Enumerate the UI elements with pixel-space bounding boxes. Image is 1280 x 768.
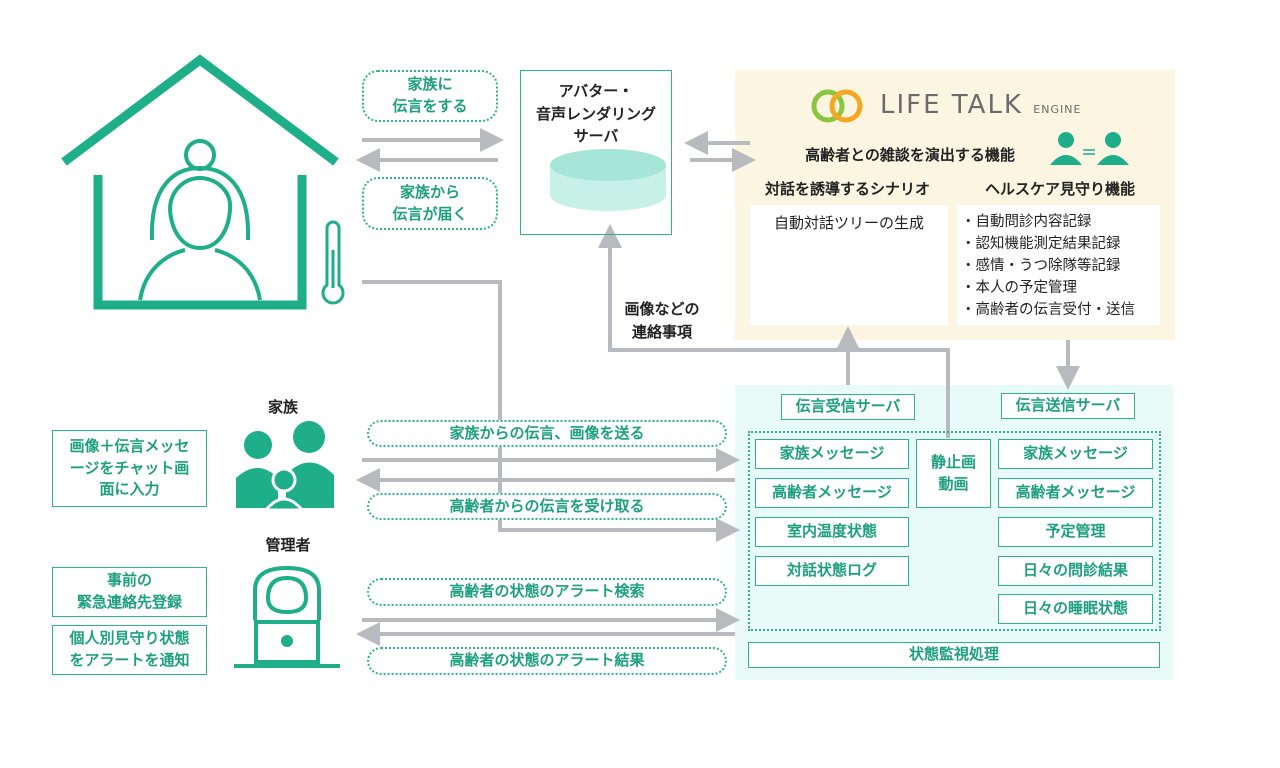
scenario-card: [750, 205, 948, 325]
avatar-server-box: [520, 70, 672, 235]
receive-item: 家族メッセージ: [755, 439, 909, 469]
health-item: ・高齢者の伝言受付・送信: [961, 302, 1135, 318]
send-message-pill: 家族に 伝言をする: [362, 70, 498, 122]
receive-server-title: 伝言受信サーバ: [781, 394, 915, 420]
admin-label: 管理者: [265, 536, 311, 554]
send-item: 日々の問診結果: [998, 556, 1153, 586]
family-receive-pill: 高齢者からの伝言を受け取る: [367, 493, 727, 520]
health-title: ヘルスケア見守り機能: [984, 180, 1135, 198]
send-item: 高齢者メッセージ: [998, 478, 1153, 508]
sensor-line: [362, 280, 740, 542]
receive-item: 室内温度状態: [755, 517, 909, 547]
family-send-pill: 家族からの伝言、画像を送る: [367, 420, 727, 447]
receive-item: 高齢者メッセージ: [755, 478, 909, 508]
health-item: ・本人の予定管理: [961, 280, 1077, 296]
send-server-title: 伝言送信サーバ: [1001, 393, 1135, 419]
alert-result-pill: 高齢者の状態のアラート結果: [367, 647, 727, 675]
avatar-server-title: アバター・ 音声レンダリング サーバ: [535, 82, 656, 145]
send-item: 家族メッセージ: [998, 439, 1153, 469]
emergency-contact-box: 事前の 緊急連絡先登録: [52, 567, 207, 617]
life-talk-logo-icon: [811, 89, 863, 123]
send-item: 日々の睡眠状態: [998, 594, 1153, 624]
chat-input-box: 画像＋伝言メッセ ージをチャット画 面に入力: [52, 430, 207, 507]
logo-sub: ENGINE: [1033, 103, 1082, 116]
logo-text: LIFE TALK ENGINE: [880, 90, 1081, 120]
elderly-person-icon: [138, 139, 262, 301]
receive-message-pill: 家族から 伝言が届く: [362, 177, 498, 230]
health-card: ・自動問診内容記録 ・認知機能測定結果記録 ・感情・うつ除隊等記録 ・本人の予定…: [957, 205, 1160, 325]
media-box: 静止画 動画: [916, 439, 991, 508]
engine-headline: 高齢者との雑談を演出する機能: [805, 146, 1015, 164]
scenario-item: 自動対話ツリーの生成: [773, 214, 924, 232]
health-item: ・感情・うつ除隊等記録: [961, 258, 1121, 274]
message-store-group: [748, 431, 1161, 631]
scenario-title: 対話を誘導するシナリオ: [764, 180, 930, 198]
state-monitor-box: 状態監視処理: [748, 642, 1160, 668]
family-icon: [236, 421, 334, 512]
admin-at-laptop-icon: [234, 565, 340, 668]
conversation-icon: [1050, 132, 1129, 165]
family-label: 家族: [267, 398, 298, 416]
image-link-label: 画像などの 連絡事項: [624, 300, 700, 341]
alert-search-pill: 高齢者の状態のアラート検索: [367, 578, 727, 606]
health-item: ・認知機能測定結果記録: [961, 236, 1121, 252]
health-item: ・自動問診内容記録: [961, 214, 1092, 230]
receive-item: 対話状態ログ: [755, 556, 909, 586]
server-cylinder-icon: [550, 149, 666, 211]
thermometer-icon: [321, 220, 345, 305]
house-icon: [61, 54, 339, 310]
alert-notify-box: 個人別見守り状態 をアラートを通知: [52, 625, 207, 675]
logo-main: LIFE TALK: [880, 90, 1023, 120]
send-item: 予定管理: [998, 517, 1153, 547]
